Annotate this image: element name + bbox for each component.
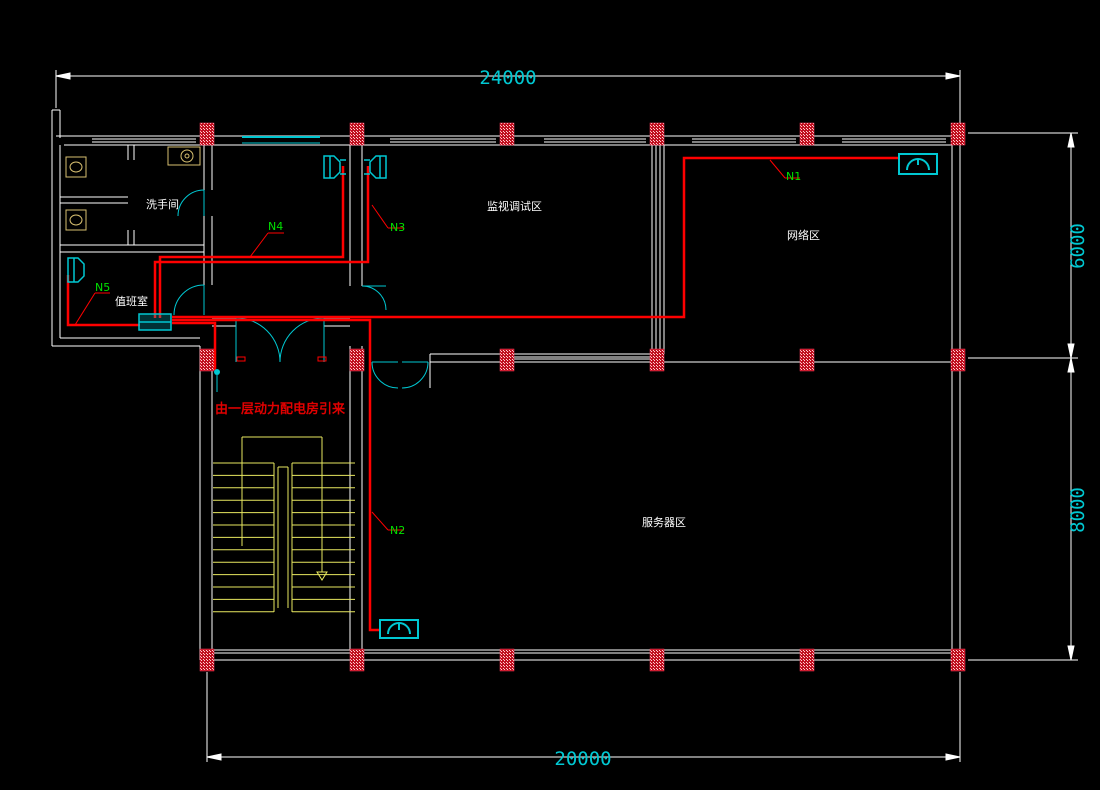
hatched-column-icon bbox=[499, 648, 515, 672]
walls bbox=[51, 109, 961, 661]
hatched-column-icon bbox=[199, 122, 215, 146]
cable-n5 bbox=[66, 275, 140, 327]
power-source-note: 由一层动力配电房引来 bbox=[215, 401, 346, 417]
room-label-network-area: 网络区 bbox=[787, 228, 820, 242]
dimension-label-upper-depth: 6000 bbox=[1067, 223, 1089, 269]
hatched-column-icon bbox=[649, 648, 665, 672]
hatched-column-icon bbox=[799, 648, 815, 672]
hatched-column-icon bbox=[349, 348, 365, 372]
hatched-column-icon bbox=[799, 122, 815, 146]
air-conditioner-icon bbox=[898, 153, 938, 175]
hatched-column-icon bbox=[649, 348, 665, 372]
power-entry-marker bbox=[214, 356, 327, 392]
wall-mounted-unit-icon bbox=[67, 257, 85, 283]
cable-n4 bbox=[158, 166, 345, 318]
dimension-label-building-width: 20000 bbox=[554, 748, 611, 770]
circuit-label-n2: N2 bbox=[390, 524, 405, 537]
circuit-label-n1: N1 bbox=[786, 170, 801, 183]
wash-basin-icon bbox=[167, 146, 201, 166]
hatched-column-icon bbox=[349, 122, 365, 146]
room-label-server-area: 服务器区 bbox=[642, 516, 686, 529]
wall-mounted-unit-icon bbox=[364, 155, 387, 179]
dimension-top bbox=[55, 70, 961, 132]
stairs bbox=[213, 436, 355, 613]
air-conditioner-icon bbox=[379, 619, 419, 639]
hatched-column-icon bbox=[499, 122, 515, 146]
dimension-label-total-width: 24000 bbox=[479, 67, 536, 89]
room-label-washroom: 洗手间 bbox=[146, 197, 179, 211]
top-windows bbox=[92, 138, 946, 143]
cable-n2 bbox=[172, 318, 380, 632]
cable-n1 bbox=[172, 156, 900, 319]
hatched-column-icon bbox=[199, 348, 215, 372]
hatched-column-icon bbox=[950, 122, 966, 146]
hatched-column-icon bbox=[199, 648, 215, 672]
hatched-column-icon bbox=[799, 348, 815, 372]
leader-lines bbox=[74, 159, 800, 531]
distribution-panel-icon bbox=[138, 313, 172, 331]
cable-n3 bbox=[153, 166, 370, 318]
dimension-right bbox=[968, 132, 1078, 661]
room-label-monitor-area: 监视调试区 bbox=[487, 199, 542, 213]
hatched-column-icon bbox=[499, 348, 515, 372]
circuit-label-n3: N3 bbox=[390, 221, 405, 234]
toilet-icon bbox=[65, 156, 87, 231]
circuit-label-n5: N5 bbox=[95, 281, 110, 294]
room-label-duty-room: 值班室 bbox=[115, 294, 148, 308]
dimension-label-lower-depth: 8000 bbox=[1067, 487, 1089, 533]
cable-feed bbox=[172, 321, 217, 370]
wall-mounted-unit-icon bbox=[323, 155, 346, 179]
hatched-column-icon bbox=[649, 122, 665, 146]
hatched-column-icon bbox=[349, 648, 365, 672]
columns bbox=[199, 122, 966, 672]
circuit-label-n4: N4 bbox=[268, 220, 283, 233]
cables bbox=[66, 156, 900, 632]
dimension-bottom bbox=[206, 672, 961, 762]
hatched-column-icon bbox=[950, 348, 966, 372]
hatched-column-icon bbox=[950, 648, 966, 672]
